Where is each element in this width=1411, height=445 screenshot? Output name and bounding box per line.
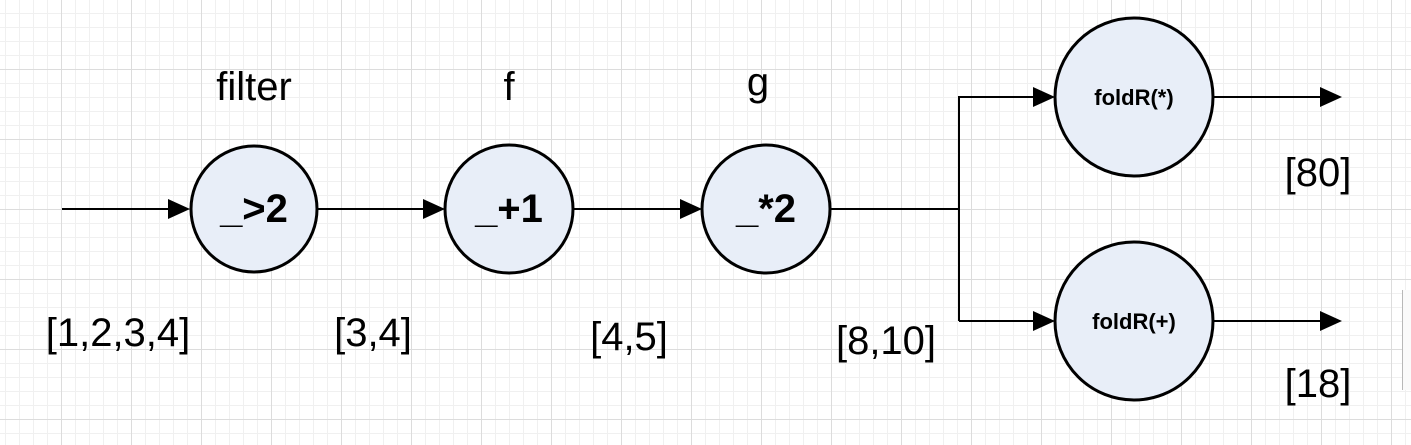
- value-after-f: [4,5]: [590, 315, 668, 359]
- node-fold-add[interactable]: foldR(+): [1053, 240, 1215, 402]
- node-f-label: _+1: [474, 187, 543, 231]
- node-fold-mul-label: foldR(*): [1094, 85, 1173, 110]
- node-filter-label: _>2: [219, 187, 288, 231]
- arrowhead-split-to-fold-mul: [1033, 87, 1055, 107]
- value-result-mul: [80]: [1285, 151, 1352, 195]
- node-fold-add-circle: [1053, 240, 1215, 402]
- node-f[interactable]: _+1: [443, 143, 575, 275]
- node-g[interactable]: _*2: [700, 143, 832, 275]
- arrowhead-input-to-filter: [168, 199, 190, 219]
- arrowhead-fold-mul-output: [1320, 87, 1342, 107]
- arrowhead-fold-add-output: [1320, 311, 1342, 331]
- caption-filter: filter: [216, 65, 292, 109]
- arrowhead-f-to-g: [680, 199, 702, 219]
- edges: [62, 87, 1342, 331]
- value-result-add: [18]: [1285, 362, 1352, 406]
- value-after-g: [8,10]: [836, 319, 936, 363]
- caption-g: g: [747, 60, 769, 104]
- node-g-circle: [700, 143, 832, 275]
- node-fold-mul[interactable]: foldR(*): [1053, 16, 1215, 178]
- canvas-edge-strip: [1402, 290, 1411, 390]
- node-fold-mul-circle: [1053, 16, 1215, 178]
- node-filter[interactable]: _>2: [189, 144, 319, 274]
- node-fold-add-label: foldR(+): [1092, 309, 1176, 334]
- value-after-filter: [3,4]: [334, 311, 412, 355]
- arrowhead-filter-to-f: [423, 199, 445, 219]
- node-filter-circle: [189, 144, 319, 274]
- arrowhead-split-to-fold-add: [1033, 311, 1055, 331]
- caption-f: f: [503, 65, 515, 109]
- value-input: [1,2,3,4]: [46, 311, 191, 355]
- node-f-circle: [443, 143, 575, 275]
- node-g-label: _*2: [735, 187, 796, 231]
